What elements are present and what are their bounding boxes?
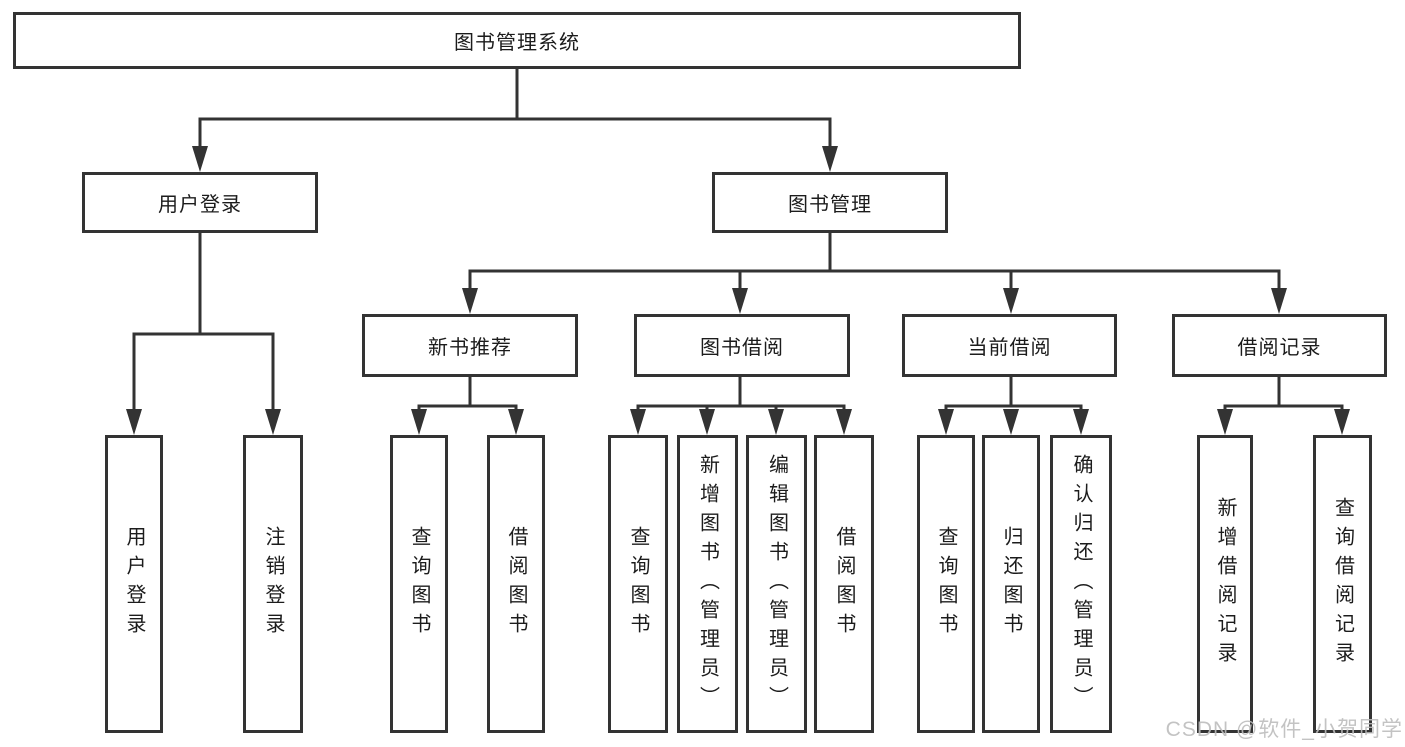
leaf-return-book: 归还图书	[982, 435, 1040, 733]
leaf-borrow-book-1: 借阅图书	[487, 435, 545, 733]
node-user-login: 用户登录	[82, 172, 318, 233]
leaf-confirm-return: 确认归还（管理员）	[1050, 435, 1112, 733]
leaf-logout: 注销登录	[243, 435, 303, 733]
node-book-borrow-label: 图书借阅	[700, 337, 784, 359]
leaf-query-book-3-label: 查询图书	[935, 526, 957, 642]
node-book-management-label: 图书管理	[788, 194, 872, 216]
leaf-edit-book-label: 编辑图书（管理员）	[765, 453, 788, 715]
node-root: 图书管理系统	[13, 12, 1021, 69]
leaf-confirm-return-label: 确认归还（管理员）	[1070, 453, 1092, 715]
leaf-return-book-label: 归还图书	[1000, 526, 1022, 642]
leaf-add-borrow-record: 新增借阅记录	[1197, 435, 1253, 733]
leaf-borrow-book-2: 借阅图书	[814, 435, 874, 733]
node-root-label: 图书管理系统	[454, 32, 580, 54]
leaf-query-borrow-record: 查询借阅记录	[1313, 435, 1372, 733]
node-borrow-record-label: 借阅记录	[1237, 337, 1322, 359]
node-current-borrow-label: 当前借阅	[967, 337, 1052, 359]
leaf-borrow-book-2-label: 借阅图书	[833, 526, 855, 642]
node-book-borrow: 图书借阅	[634, 314, 850, 377]
leaf-query-book-3: 查询图书	[917, 435, 975, 733]
leaf-edit-book: 编辑图书（管理员）	[746, 435, 807, 733]
leaf-query-book-1-label: 查询图书	[408, 526, 430, 642]
leaf-query-borrow-record-label: 查询借阅记录	[1331, 497, 1354, 671]
node-new-book-recommend: 新书推荐	[362, 314, 578, 377]
node-book-management: 图书管理	[712, 172, 948, 233]
leaf-logout-label: 注销登录	[262, 526, 284, 642]
leaf-user-login-label: 用户登录	[123, 526, 145, 642]
csdn-watermark: CSDN @软件_小贺同学	[1165, 718, 1403, 741]
leaf-user-login: 用户登录	[105, 435, 163, 733]
leaf-add-book: 新增图书（管理员）	[677, 435, 738, 733]
leaf-query-book-2: 查询图书	[608, 435, 668, 733]
leaf-borrow-book-1-label: 借阅图书	[505, 526, 527, 642]
leaf-add-book-label: 新增图书（管理员）	[696, 453, 719, 715]
arrowheads	[126, 146, 1350, 435]
node-current-borrow: 当前借阅	[902, 314, 1117, 377]
node-user-login-label: 用户登录	[158, 194, 242, 216]
node-new-book-recommend-label: 新书推荐	[428, 337, 512, 359]
leaf-query-book-1: 查询图书	[390, 435, 448, 733]
node-borrow-record: 借阅记录	[1172, 314, 1387, 377]
leaf-add-borrow-record-label: 新增借阅记录	[1214, 497, 1236, 671]
leaf-query-book-2-label: 查询图书	[627, 526, 649, 642]
